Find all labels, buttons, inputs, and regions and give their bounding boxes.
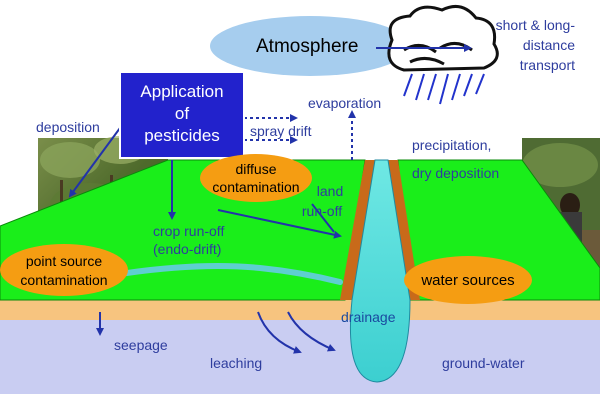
dry-deposition-label: dry deposition (412, 165, 499, 181)
precipitation-label: precipitation, (412, 137, 491, 153)
land-runoff-arrow (217, 209, 342, 239)
atmosphere-oval (210, 16, 410, 76)
crop-runoff-label-2: (endo-drift) (153, 241, 221, 257)
point-source-callout (0, 244, 128, 296)
drainage-label: drainage (341, 309, 396, 325)
application-label-1: Application (140, 82, 223, 101)
crop-runoff-label-1: crop run-off (153, 223, 224, 239)
diffuse-label-1: diffuse (236, 161, 277, 177)
runoff-stream (117, 263, 343, 285)
deposition-arrow (68, 127, 121, 198)
pathway-arrows (68, 44, 472, 354)
water-sources-label: water sources (420, 272, 514, 289)
water-sources-callout (404, 256, 532, 304)
leaching-label: leaching (210, 355, 262, 371)
transport-label-3: transport (520, 57, 575, 73)
spray-drift-label: spray drift (250, 123, 312, 139)
land-runoff-label-2: run-off (302, 203, 342, 219)
application-label-2: of (175, 104, 189, 123)
deposition-label: deposition (36, 119, 100, 135)
evaporation-label: evaporation (308, 95, 381, 111)
diffuse-contamination-callout (200, 154, 312, 202)
application-label-3: pesticides (144, 126, 220, 145)
atmosphere-label: Atmosphere (256, 36, 358, 57)
cloud-rain-icon (387, 4, 499, 105)
groundwater-label: ground-water (442, 355, 525, 371)
leaching-arrow-1 (257, 311, 302, 354)
application-box (119, 71, 245, 159)
drainage-channel (340, 159, 420, 383)
leaching-arrow-2 (287, 311, 336, 352)
land-runoff-short (311, 203, 335, 233)
land-runoff-label-1: land (317, 183, 343, 199)
transport-label-1: short & long- (496, 17, 576, 33)
point-source-label-1: point source (26, 253, 102, 269)
point-source-label-2: contamination (20, 272, 107, 288)
seepage-label: seepage (114, 337, 168, 353)
diffuse-label-2: contamination (212, 179, 299, 195)
transport-label-2: distance (523, 37, 575, 53)
